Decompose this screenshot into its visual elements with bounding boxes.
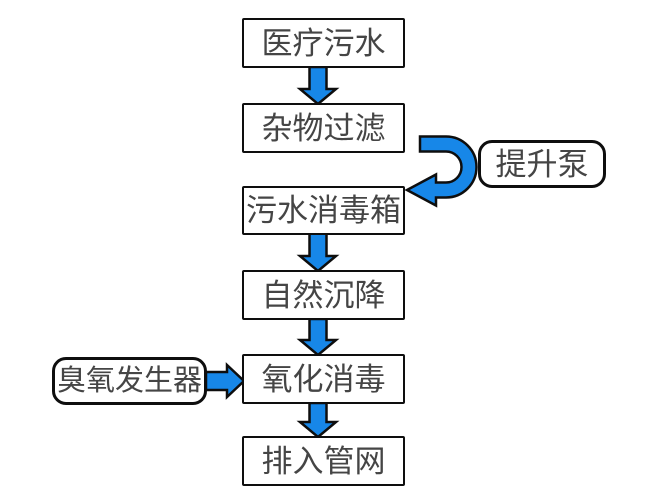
node-discharge-to-pipe-network-label: 排入管网 xyxy=(261,443,386,479)
arrow-tank-to-sedimentation xyxy=(296,231,340,273)
node-lift-pump-label: 提升泵 xyxy=(495,146,589,182)
node-debris-filtration-label: 杂物过滤 xyxy=(261,110,386,146)
node-oxidation-disinfection-label: 氧化消毒 xyxy=(261,361,386,397)
node-sewage-disinfection-tank-label: 污水消毒箱 xyxy=(246,193,401,228)
node-lift-pump: 提升泵 xyxy=(478,140,606,188)
arrow-oxidation-to-discharge xyxy=(296,401,340,439)
node-ozone-generator-label: 臭氧发生器 xyxy=(56,364,202,397)
arrow-pump-u-turn xyxy=(404,135,478,208)
node-medical-sewage: 医疗污水 xyxy=(242,18,405,68)
node-ozone-generator: 臭氧发生器 xyxy=(52,357,207,405)
node-sewage-disinfection-tank: 污水消毒箱 xyxy=(242,186,405,235)
arrow-ozone-to-oxidation xyxy=(204,362,246,400)
arrow-medical-to-filtration xyxy=(296,65,340,106)
node-natural-sedimentation-label: 自然沉降 xyxy=(261,277,386,313)
arrow-sedimentation-to-oxidation xyxy=(296,317,340,357)
node-natural-sedimentation: 自然沉降 xyxy=(242,270,405,320)
node-medical-sewage-label: 医疗污水 xyxy=(261,25,386,61)
node-oxidation-disinfection: 氧化消毒 xyxy=(242,354,405,404)
node-debris-filtration: 杂物过滤 xyxy=(242,103,405,153)
node-discharge-to-pipe-network: 排入管网 xyxy=(242,436,405,486)
